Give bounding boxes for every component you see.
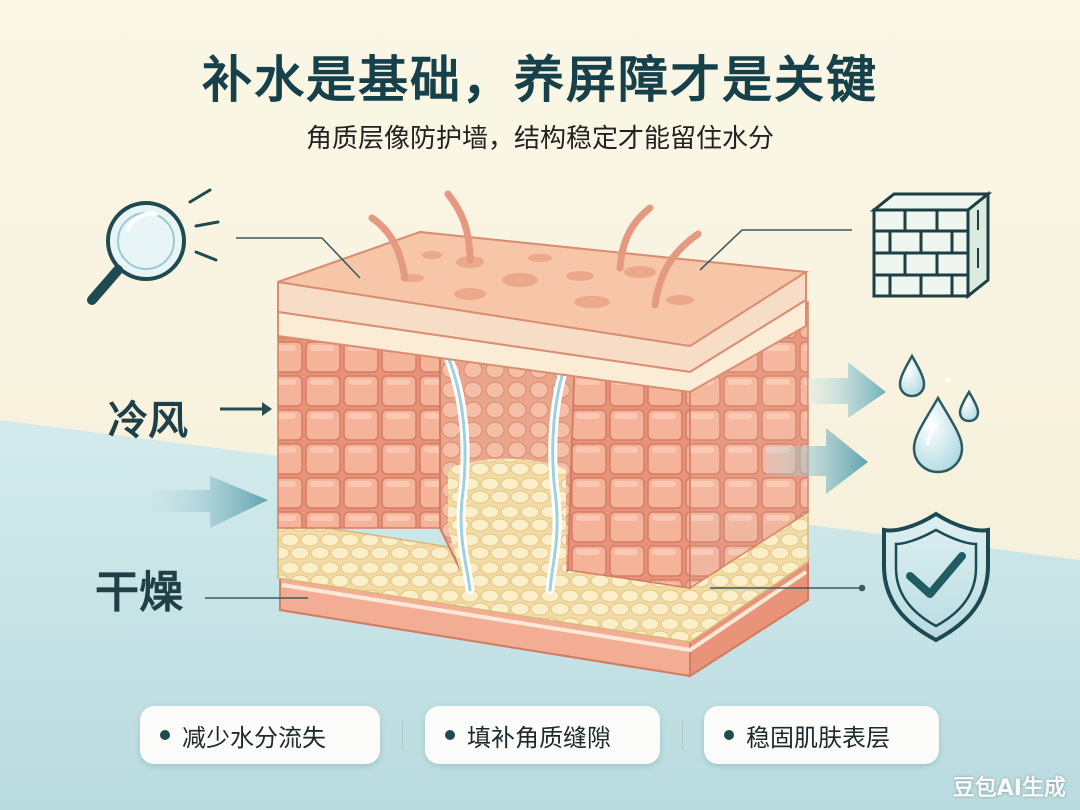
water-drop-icon	[898, 353, 980, 474]
benefit-label: 减少水分流失	[182, 723, 326, 752]
title: 补水是基础，养屏障才是关键	[202, 51, 878, 109]
bullet-dot-icon	[445, 730, 455, 740]
brick-layer-left	[277, 327, 441, 529]
magnifier-icon	[87, 188, 220, 305]
benefit-pill-2: 填补角质缝隙	[425, 706, 660, 764]
benefit-pill-1: 减少水分流失	[140, 706, 380, 764]
benefit-label: 稳固肌肤表层	[746, 723, 890, 752]
brick-wall-icon	[869, 190, 993, 300]
benefit-label: 填补角质缝隙	[467, 723, 611, 752]
label-cold-wind: 冷风	[108, 398, 188, 444]
subtitle: 角质层像防护墙，结构稳定才能留住水分	[305, 124, 774, 154]
bullet-dot-icon	[724, 730, 734, 740]
benefit-pill-3: 稳固肌肤表层	[704, 706, 939, 764]
label-dryness: 干燥	[95, 567, 183, 618]
shield-check-icon	[882, 511, 990, 643]
moisture-arrow-icon-1	[808, 362, 886, 418]
brick-layer-right	[567, 359, 691, 589]
separator	[402, 720, 403, 750]
bullet-dot-icon	[160, 730, 170, 740]
arrow-right-icon	[220, 402, 272, 416]
leader-lines	[205, 229, 866, 599]
moisture-arrow-icon-2	[766, 428, 868, 494]
wind-arrow-icon	[152, 476, 268, 528]
skin-block	[277, 190, 809, 678]
separator	[682, 720, 683, 750]
watermark: 豆包AI生成	[952, 776, 1066, 801]
